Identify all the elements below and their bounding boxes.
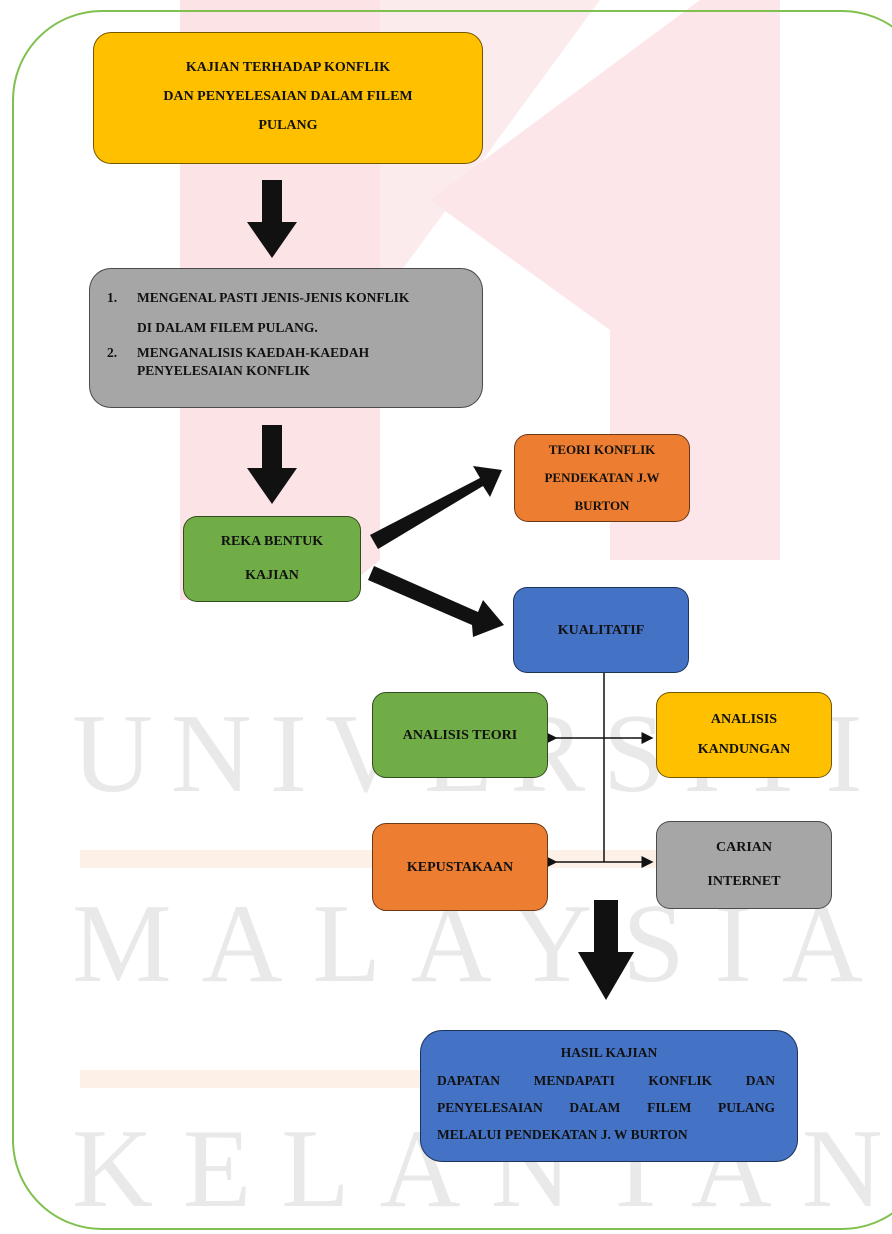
node-objektif: [89, 268, 483, 408]
node-hasil-kajian-line1: DAPATAN MENDAPATI KONFLIK DAN: [437, 1073, 775, 1088]
node-kajian-line3: PULANG: [258, 117, 318, 133]
arrow-down-1: [247, 180, 297, 258]
node-analisis-kandungan-line2: KANDUNGAN: [697, 742, 791, 757]
node-carian-internet-line1: CARIAN: [715, 840, 772, 855]
objective-list: 1. MENGENAL PASTI JENIS-JENIS KONFLIK DI…: [107, 286, 467, 380]
node-analisis-kandungan: ANALISIS KANDUNGAN: [656, 692, 832, 778]
node-analisis-teori-label: ANALISIS TEORI: [402, 727, 518, 743]
objective-item-2: 2. MENGANALISIS KAEDAH-KAEDAH PENYELESAI…: [107, 344, 467, 380]
node-teori-konflik: TEORI KONFLIK PENDEKATAN J.W BURTON: [514, 434, 690, 522]
node-carian-internet: CARIAN INTERNET: [656, 821, 832, 909]
objective-item-1-line2: DI DALAM FILEM PULANG.: [137, 320, 318, 335]
node-hasil-kajian: HASIL KAJIAN DAPATAN MENDAPATI KONFLIK D…: [420, 1030, 798, 1162]
node-teori-konflik-line3: BURTON: [574, 498, 630, 513]
node-analisis-teori: ANALISIS TEORI: [372, 692, 548, 778]
node-kepustakaan-label: KEPUSTAKAAN: [406, 859, 514, 875]
node-hasil-kajian-body: DAPATAN MENDAPATI KONFLIK DAN PENYELESAI…: [437, 1067, 775, 1148]
objective-item-1-line1: MENGENAL PASTI JENIS-JENIS KONFLIK: [137, 290, 410, 305]
objective-item-2-number: 2.: [107, 345, 118, 360]
node-hasil-kajian-line3: MELALUI PENDEKATAN J. W BURTON: [437, 1127, 688, 1142]
node-kajian-line2: DAN PENYELESAIAN DALAM FILEM: [163, 88, 413, 104]
node-kualitatif: KUALITATIF: [513, 587, 689, 673]
objective-item-2-line2: PENYELESAIAN KONFLIK: [137, 363, 310, 378]
objective-item-1: 1. MENGENAL PASTI JENIS-JENIS KONFLIK DI…: [107, 286, 467, 340]
node-hasil-kajian-title: HASIL KAJIAN: [560, 1045, 658, 1060]
arrow-to-kualitatif: [368, 566, 504, 637]
node-analisis-kandungan-line1: ANALISIS: [710, 712, 778, 727]
node-reka-bentuk: REKA BENTUK KAJIAN: [183, 516, 361, 602]
arrow-to-teori: [370, 466, 502, 549]
node-kualitatif-label: KUALITATIF: [557, 622, 645, 638]
node-kajian-line1: KAJIAN TERHADAP KONFLIK: [185, 59, 391, 75]
node-kajian: KAJIAN TERHADAP KONFLIK DAN PENYELESAIAN…: [93, 32, 483, 164]
objective-item-1-number: 1.: [107, 290, 118, 305]
node-teori-konflik-line2: PENDEKATAN J.W: [544, 470, 660, 485]
node-reka-bentuk-line2: KAJIAN: [245, 568, 299, 583]
node-kepustakaan: KEPUSTAKAAN: [372, 823, 548, 911]
arrow-down-2: [247, 425, 297, 504]
node-carian-internet-line2: INTERNET: [707, 874, 781, 889]
node-teori-konflik-line1: TEORI KONFLIK: [548, 442, 656, 457]
node-reka-bentuk-line1: REKA BENTUK: [220, 534, 324, 549]
node-hasil-kajian-line2: PENYELESAIAN DALAM FILEM PULANG: [437, 1100, 775, 1115]
arrow-down-3: [578, 900, 634, 1000]
objective-item-2-line1: MENGANALISIS KAEDAH-KAEDAH: [137, 345, 370, 360]
connectors: [247, 180, 654, 1000]
